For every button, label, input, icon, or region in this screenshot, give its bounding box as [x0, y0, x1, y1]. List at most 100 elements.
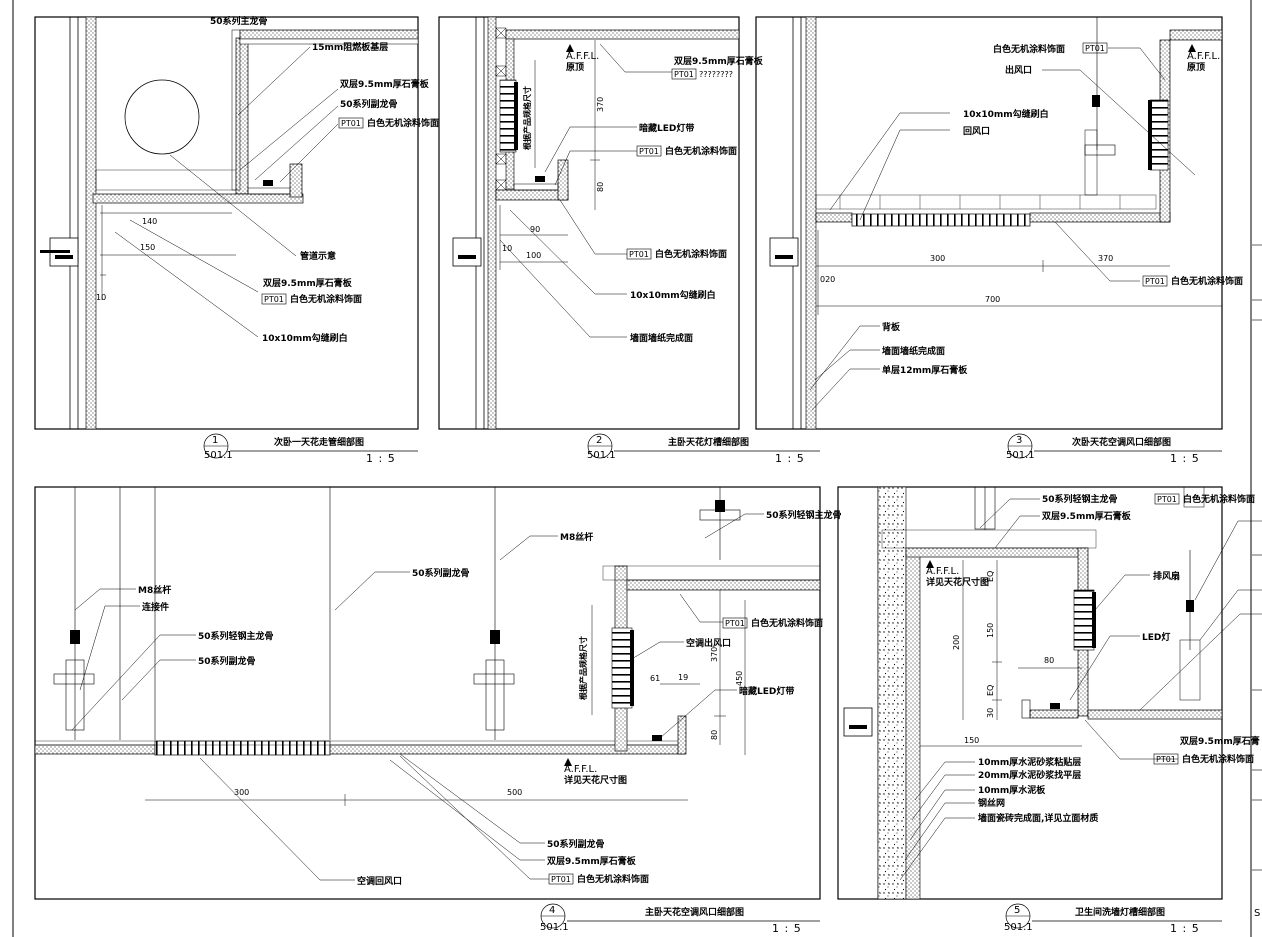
- wall-finish: [805, 16, 817, 430]
- sheet-ref-3: 501.1: [1006, 450, 1035, 461]
- label-outlet: 出风口: [1005, 64, 1032, 76]
- sheet-frame: [12, 0, 1262, 937]
- dim-30: 30: [986, 708, 995, 718]
- label-cement-board: 10mm厚水泥板: [978, 784, 1046, 796]
- detail-panel-2: 根据产品规格尺寸 370 80 90 100 10 A.F.F.L. 原顶: [438, 16, 820, 465]
- dim-80: 80: [710, 730, 719, 740]
- detail-panel-4: 根据产品规格尺寸 300 500 370 450 61 19 80 A.F.F.…: [34, 486, 842, 935]
- dim-150: 150: [140, 243, 155, 252]
- dim-200: 200: [952, 635, 961, 650]
- panel-1-border: [34, 16, 419, 430]
- label-m8: M8丝杆: [560, 531, 593, 543]
- detail-title-5: 卫生间洗墙灯槽细部图: [1075, 906, 1165, 918]
- wall-switch: [452, 237, 482, 267]
- top-ceiling-board: [505, 29, 740, 40]
- label-sub-keel: 50系列副龙骨: [340, 98, 398, 110]
- label-ac-outlet: 空调出风口: [686, 637, 731, 649]
- label-paint: 白色无机涂料饰面: [751, 617, 823, 629]
- dim-10: 10: [96, 293, 106, 302]
- detail-title-2: 主卧天花灯槽细部图: [668, 436, 749, 448]
- label-double-gypsum: 双层9.5mm厚石膏板: [674, 55, 764, 67]
- label-paint-2: 白色无机涂料饰面: [655, 248, 727, 260]
- pt01-tag-2: [636, 145, 662, 157]
- pt01-tag-3: [626, 248, 652, 260]
- pt01-text: PT01: [1157, 495, 1177, 504]
- pt01-tag: [1082, 42, 1108, 54]
- affl-label: A.F.F.L.: [566, 51, 599, 62]
- outlet-grille: [1149, 99, 1169, 171]
- label-paint: 白色无机涂料饰面: [993, 43, 1065, 55]
- label-double-gypsum: 双层9.5mm厚石膏板: [1042, 510, 1132, 522]
- label-paint-2: 白色无机涂料饰面: [577, 873, 649, 885]
- detail-scale-2: 1 : 5: [775, 452, 805, 465]
- pt01-tag: [338, 117, 364, 129]
- dim-80: 80: [596, 182, 605, 192]
- detail-scale-5: 1 : 5: [1170, 922, 1200, 935]
- label-bead: 背板: [882, 321, 901, 333]
- label-sub-keel-2: 50系列副龙骨: [198, 655, 256, 667]
- dim-370: 370: [710, 647, 719, 662]
- label-question: ????????: [699, 70, 733, 79]
- sheet-ref-1: 501.1: [204, 450, 233, 461]
- label-paint-2: 白色无机涂料饰面: [1182, 753, 1254, 765]
- pt01-text-2: PT01: [1145, 277, 1165, 286]
- label-groove: 10x10mm勾缝刷白: [630, 289, 716, 301]
- ceiling-label: 原顶: [566, 62, 584, 73]
- detail-title-3: 次卧天花空调风口细部图: [1072, 436, 1171, 448]
- fan-grille: [1073, 589, 1095, 651]
- label-double-gypsum-right: 双层9.5mm厚石膏: [1180, 735, 1260, 747]
- detail-scale-1: 1 : 5: [366, 452, 396, 465]
- dim-370: 370: [596, 97, 605, 112]
- label-double-gypsum: 双层9.5mm厚石膏板: [340, 78, 430, 90]
- sheet-edge-letter: S: [1254, 908, 1260, 919]
- detail-number-3: 3: [1016, 435, 1022, 446]
- dim-10: 10: [502, 244, 512, 253]
- drop-wall: [235, 37, 249, 195]
- pt01-text-2: PT01: [264, 295, 284, 304]
- vertical-note: 根据产品规格尺寸: [578, 636, 588, 700]
- label-mortar-10: 10mm厚水泥砂浆粘贴层: [978, 756, 1081, 768]
- affl-label: A.F.F.L.: [564, 764, 597, 775]
- dim-150b: 150: [964, 736, 979, 745]
- wall-switch: [843, 707, 873, 737]
- sheet-ref-5: 501.1: [1004, 922, 1033, 933]
- ceiling-label: 原顶: [1187, 62, 1205, 73]
- label-wallpaper: 墙面墙纸完成面: [630, 332, 693, 344]
- dim-370: 370: [1098, 254, 1113, 263]
- dim-450: 450: [735, 671, 744, 686]
- panel-5-border: [837, 486, 1223, 900]
- dim-100: 100: [526, 251, 541, 260]
- label-mesh: 钢丝网: [978, 797, 1005, 809]
- dim-eq-1: EQ: [986, 571, 995, 582]
- return-grille: [851, 213, 1031, 227]
- see-ceiling-label: 详见天花尺寸图: [926, 576, 989, 588]
- label-paint-2: 白色无机涂料饰面: [1171, 275, 1243, 287]
- label-paint: 白色无机涂料饰面: [665, 145, 737, 157]
- tile-layer: [905, 549, 921, 900]
- detail-title-4: 主卧天花空调风口细部图: [645, 906, 744, 918]
- affl-label: A.F.F.L.: [1187, 51, 1220, 62]
- pt01-tag-2: [1142, 275, 1168, 287]
- label-led: 暗藏LED灯带: [639, 122, 694, 134]
- detail-title-1: 次卧一天花走管细部图: [274, 436, 364, 448]
- label-m8-left: M8丝杆: [138, 584, 171, 596]
- ceiling-board-left: [34, 744, 156, 755]
- label-wallpaper: 墙面墙纸完成面: [882, 345, 945, 357]
- label-pipe: 管道示意: [300, 250, 336, 262]
- dim-150: 150: [986, 623, 995, 638]
- pt01-tag-2: [548, 873, 574, 885]
- label-led: LED灯: [1142, 631, 1170, 643]
- pt01-text-2: PT01: [551, 875, 571, 884]
- label-steel-keel-2: 50系列轻钢主龙骨: [198, 630, 274, 642]
- dim-eq-2: EQ: [986, 685, 995, 696]
- dim-61: 61: [650, 674, 660, 683]
- wall-finish: [487, 16, 497, 430]
- dim-140: 140: [142, 217, 157, 226]
- outlet-grille: [611, 627, 633, 709]
- concrete-wall: [877, 486, 907, 900]
- wall-switch: [769, 237, 799, 267]
- pt01-tag: [671, 68, 697, 80]
- label-fan: 排风扇: [1153, 570, 1180, 582]
- bottom-ceiling-board: [92, 193, 304, 204]
